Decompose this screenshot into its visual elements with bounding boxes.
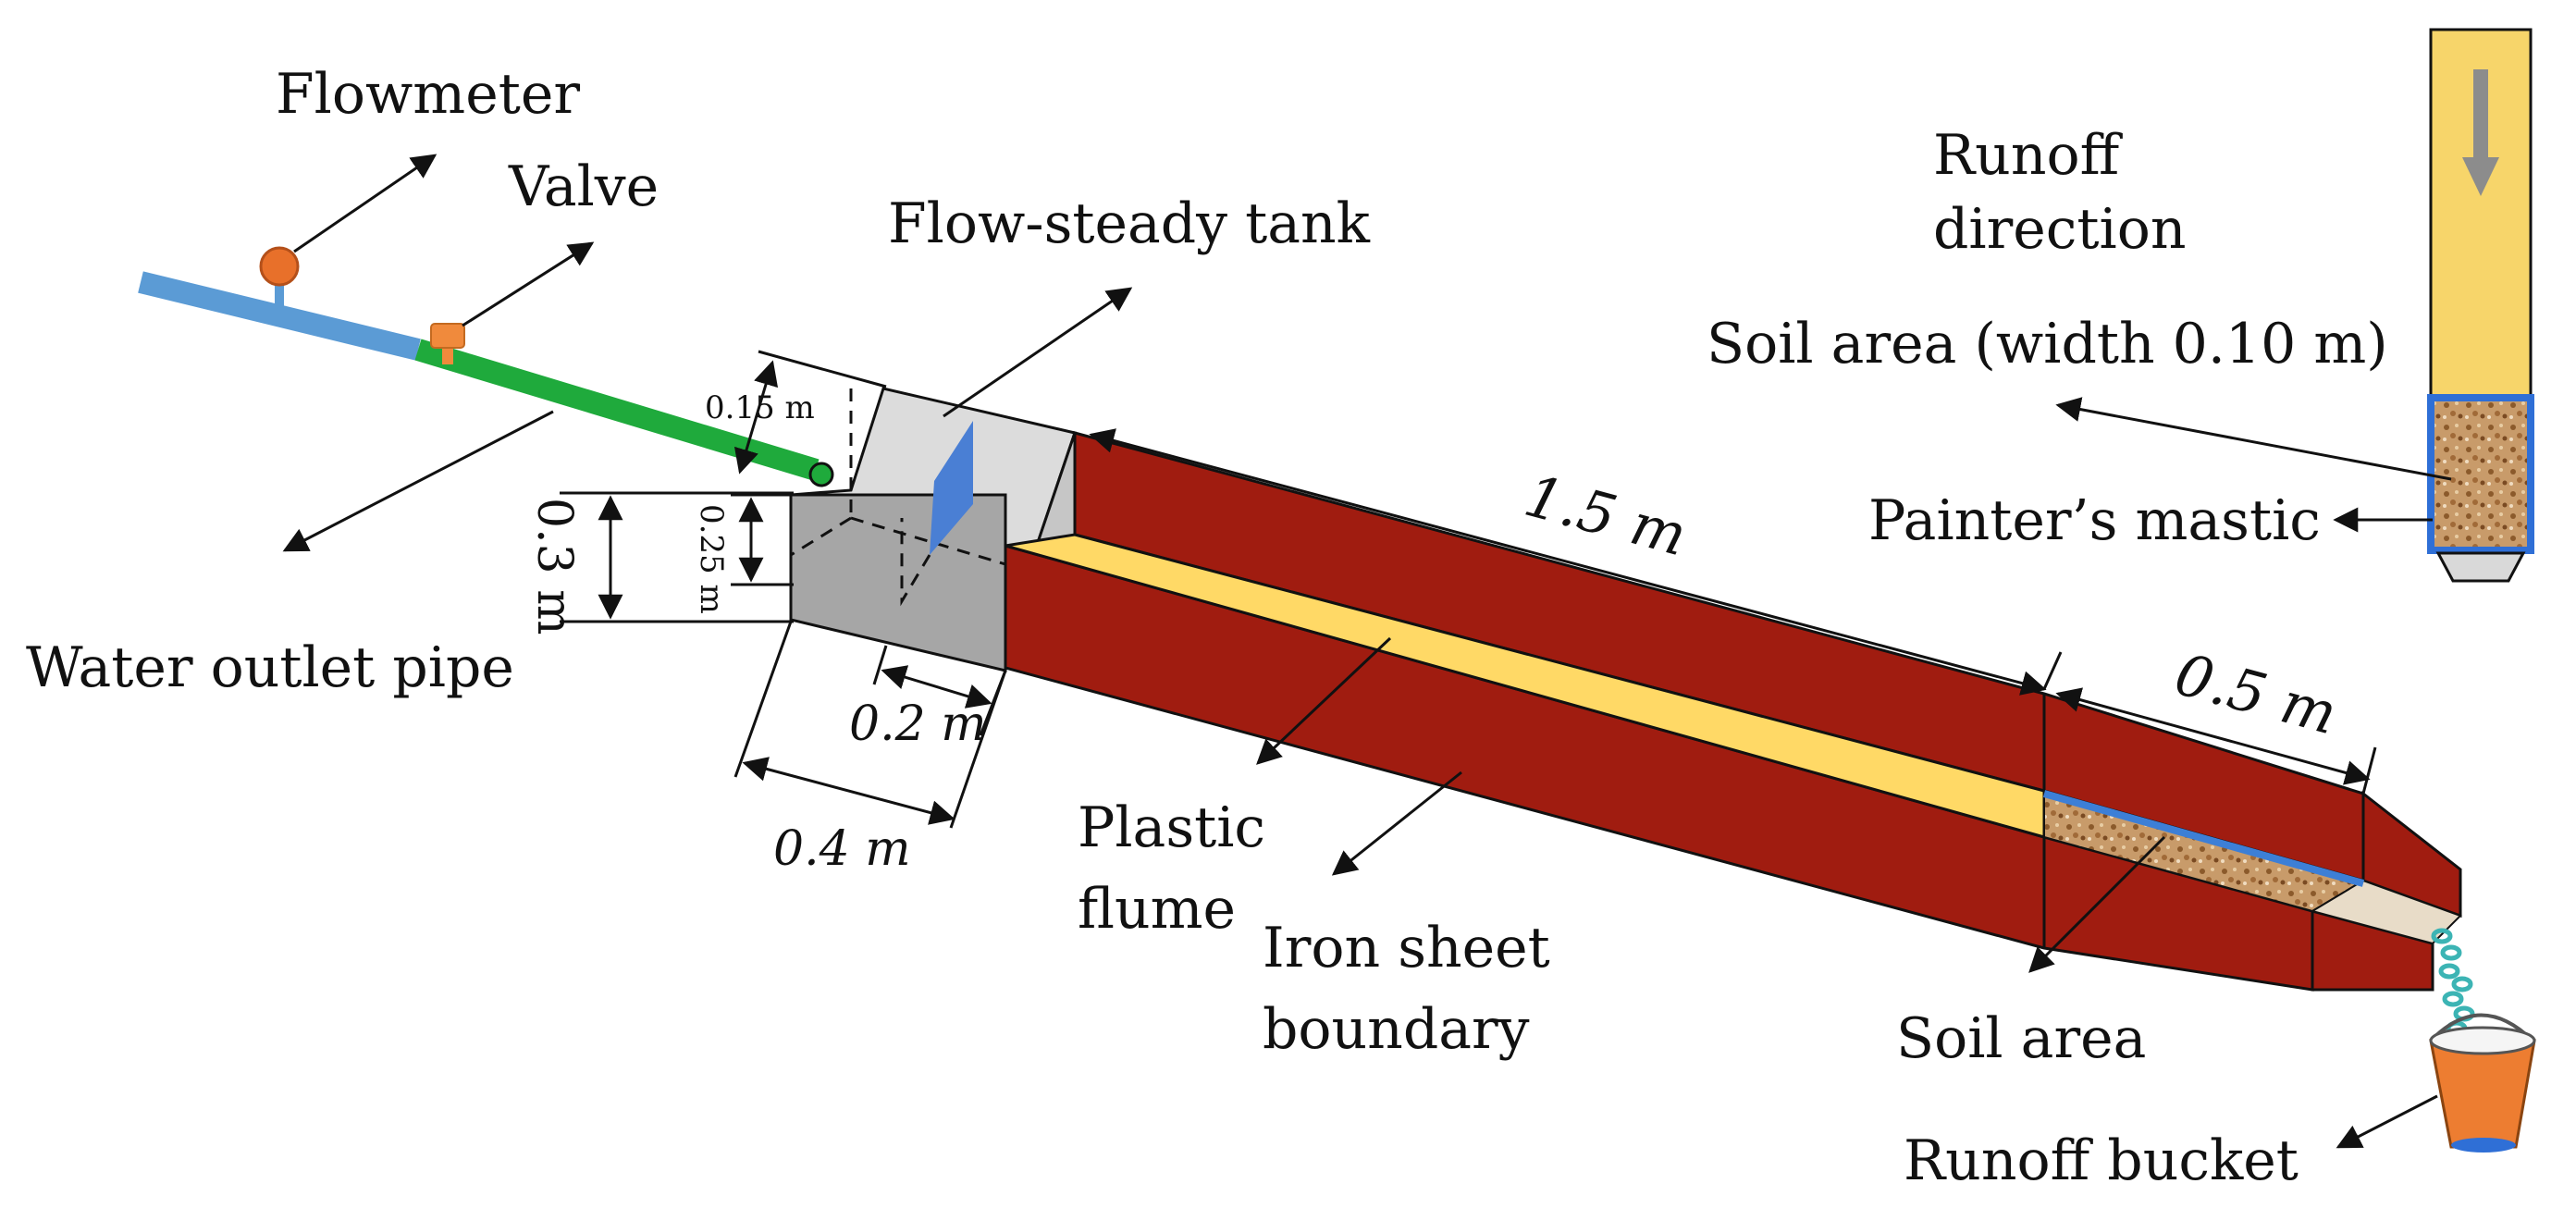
dim-0-25-label: 0.25 m — [693, 504, 730, 614]
mastic-strip — [2310, 879, 2462, 945]
runoff-direction-label-line1: Runoff — [1933, 123, 2124, 188]
dim-0-3-lines — [560, 491, 794, 623]
flowmeter-label: Flowmeter — [276, 62, 580, 127]
pipe-blue-section — [138, 271, 421, 361]
soil-blue-edge — [2042, 790, 2365, 887]
dim-0-25-lines — [731, 493, 794, 586]
valve-label: Valve — [508, 154, 659, 219]
runoff-bucket-label: Runoff bucket — [1904, 1128, 2299, 1193]
dim-1-5-label: 1.5 m — [1518, 462, 1694, 569]
iron-sheet-arrow — [1331, 770, 1462, 876]
dim-0-15-label: 0.15 m — [705, 389, 815, 426]
flowmeter-icon — [259, 246, 300, 313]
soil-area-label: Soil area — [1896, 1006, 2146, 1071]
dim-0-4-lines — [733, 621, 1007, 829]
iron-sheet-label-line1: Iron sheet — [1263, 916, 1550, 980]
tank-weir-hidden — [900, 518, 931, 607]
pipe-end-nozzle — [808, 462, 834, 487]
runoff-direction-label-line2: direction — [1933, 197, 2186, 262]
valve-icon — [430, 323, 465, 364]
tank-arrow — [943, 287, 1133, 418]
dim-1-5-lines — [1089, 428, 2063, 696]
dim-0-3-label: 0.3 m — [526, 498, 582, 635]
inset-outlet-tip — [2435, 551, 2526, 583]
dim-0-2-label: 0.2 m — [849, 696, 987, 752]
flowmeter-arrow — [293, 154, 438, 253]
flow-steady-tank-label: Flow-steady tank — [888, 191, 1371, 256]
soil-width-arrow — [2055, 397, 2452, 481]
plastic-flume-label-line2: flume — [1078, 877, 1236, 942]
soil-area-arrow — [2028, 835, 2166, 973]
iron-sheet-label-line2: boundary — [1263, 997, 1530, 1062]
tank-weir-plate — [930, 421, 973, 555]
water-outlet-pipe-label: Water outlet pipe — [26, 635, 514, 700]
painters-mastic-label: Painter’s mastic — [1868, 488, 2321, 553]
inset-soil-area — [2427, 394, 2534, 554]
tank-hidden-edges — [790, 388, 1006, 566]
dim-0-4-label: 0.4 m — [773, 821, 911, 877]
tank-front-face — [789, 493, 1007, 672]
pipe-arrow — [282, 410, 554, 552]
soil-area-width-label: Soil area (width 0.10 m) — [1707, 312, 2388, 376]
down-arrow-icon — [2462, 69, 2499, 196]
dim-0-5-lines — [2055, 687, 2377, 795]
runoff-direction-inset — [2427, 28, 2534, 583]
runoff-bucket-icon — [2429, 1013, 2536, 1153]
plastic-flume-label-line1: Plastic — [1078, 795, 1265, 860]
water-outlet-pipe — [138, 271, 834, 487]
bucket-arrow — [2336, 1094, 2438, 1149]
dim-0-15-lines — [733, 350, 887, 475]
valve-arrow — [462, 241, 595, 327]
